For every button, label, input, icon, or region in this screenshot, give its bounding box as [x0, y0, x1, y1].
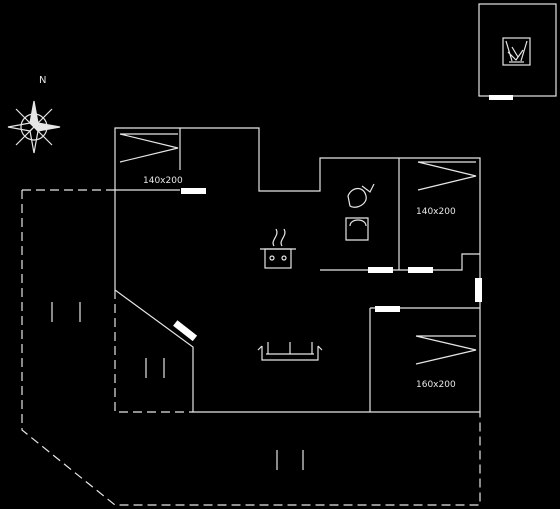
door-top-left	[181, 188, 206, 194]
bed-size-label-right-upper: 140x200	[416, 207, 456, 217]
compass-north-label: N	[39, 75, 47, 86]
bed-size-label-right-lower: 160x200	[416, 380, 456, 390]
door-bedroom-upper	[408, 267, 433, 273]
outbuilding	[478, 3, 557, 100]
bed-top-left	[119, 133, 179, 163]
sofa-icon	[257, 342, 323, 361]
window-right	[475, 278, 482, 302]
door-bath	[368, 267, 393, 273]
bed-right-lower	[415, 335, 477, 365]
compass-rose-icon	[7, 100, 61, 154]
deck-markers	[51, 302, 304, 470]
fireplace-icon	[502, 37, 531, 66]
door-bedroom-lower	[375, 306, 400, 312]
door-diagonal	[173, 320, 198, 342]
outbuilding-door	[489, 95, 513, 100]
bed-size-label-top-left: 140x200	[143, 176, 183, 186]
terrace-outline	[21, 189, 481, 506]
bed-right-upper	[417, 161, 477, 191]
toilet-icon	[345, 183, 375, 241]
stove-icon	[260, 228, 296, 269]
